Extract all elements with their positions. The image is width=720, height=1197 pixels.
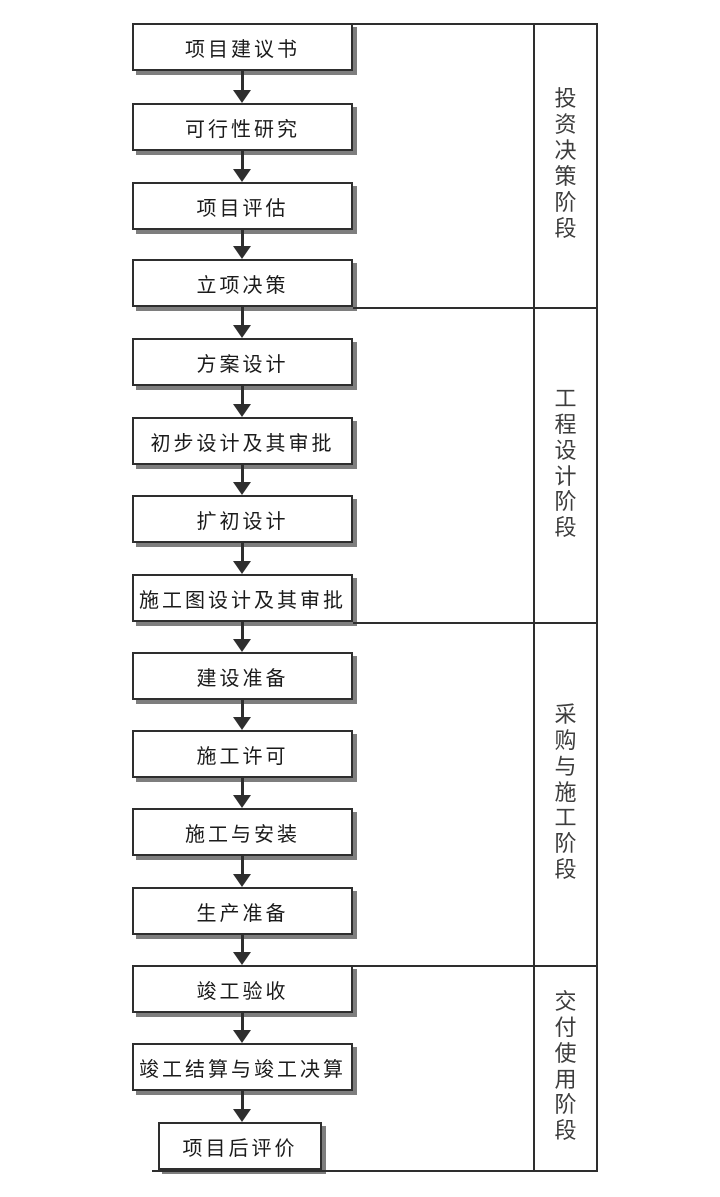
phase-column-rail bbox=[533, 23, 535, 1172]
phase-section: 投资决策阶段 bbox=[535, 23, 596, 307]
phase-section: 工程设计阶段 bbox=[535, 307, 596, 622]
flow-step-box: 方案设计 bbox=[132, 338, 353, 386]
phase-section: 交付使用阶段 bbox=[535, 965, 596, 1170]
flow-step-box: 初步设计及其审批 bbox=[132, 417, 353, 465]
down-arrow-icon bbox=[240, 1091, 244, 1111]
down-arrowhead-icon bbox=[233, 1109, 251, 1122]
flow-step-label: 项目评估 bbox=[196, 195, 289, 220]
flow-step-label: 方案设计 bbox=[196, 351, 289, 376]
flow-step-label: 立项决策 bbox=[196, 272, 289, 297]
flow-step-box: 竣工验收 bbox=[132, 965, 353, 1013]
flow-step-label: 扩初设计 bbox=[196, 508, 289, 533]
phase-label: 交付使用阶段 bbox=[554, 989, 577, 1145]
flow-step-box: 项目后评价 bbox=[158, 1122, 322, 1170]
phase-label: 工程设计阶段 bbox=[554, 386, 577, 542]
down-arrow-icon bbox=[240, 935, 244, 954]
down-arrow-icon bbox=[240, 465, 244, 484]
flow-step-label: 初步设计及其审批 bbox=[150, 430, 335, 455]
flow-step-box: 项目建议书 bbox=[132, 23, 353, 71]
down-arrowhead-icon bbox=[233, 482, 251, 495]
down-arrowhead-icon bbox=[233, 874, 251, 887]
down-arrow-icon bbox=[240, 386, 244, 406]
flow-step-box: 施工许可 bbox=[132, 730, 353, 778]
down-arrowhead-icon bbox=[233, 795, 251, 808]
down-arrowhead-icon bbox=[233, 90, 251, 103]
phase-label: 采购与施工阶段 bbox=[554, 702, 577, 884]
phase-divider-line bbox=[152, 1170, 598, 1172]
flow-step-label: 施工与安装 bbox=[185, 821, 300, 846]
down-arrowhead-icon bbox=[233, 639, 251, 652]
flow-step-label: 建设准备 bbox=[196, 665, 289, 690]
down-arrow-icon bbox=[240, 1013, 244, 1032]
down-arrowhead-icon bbox=[233, 169, 251, 182]
flow-step-box: 生产准备 bbox=[132, 887, 353, 935]
down-arrowhead-icon bbox=[233, 717, 251, 730]
flow-step-label: 施工图设计及其审批 bbox=[139, 587, 346, 612]
down-arrowhead-icon bbox=[233, 952, 251, 965]
down-arrow-icon bbox=[240, 307, 244, 327]
flow-step-label: 可行性研究 bbox=[185, 116, 300, 141]
flow-step-box: 项目评估 bbox=[132, 182, 353, 230]
down-arrow-icon bbox=[240, 230, 244, 248]
down-arrowhead-icon bbox=[233, 325, 251, 338]
flow-step-box: 建设准备 bbox=[132, 652, 353, 700]
down-arrow-icon bbox=[240, 778, 244, 797]
phase-divider-line bbox=[353, 23, 598, 25]
phase-divider-line bbox=[353, 622, 598, 624]
phase-divider-line bbox=[353, 965, 598, 967]
down-arrow-icon bbox=[240, 151, 244, 171]
flow-step-label: 项目后评价 bbox=[182, 1135, 298, 1160]
flow-step-label: 竣工结算与竣工决算 bbox=[139, 1056, 346, 1081]
down-arrowhead-icon bbox=[233, 561, 251, 574]
flow-step-box: 可行性研究 bbox=[132, 103, 353, 151]
down-arrow-icon bbox=[240, 71, 244, 92]
phase-divider-line bbox=[353, 307, 598, 309]
down-arrow-icon bbox=[240, 856, 244, 876]
flow-step-box: 扩初设计 bbox=[132, 495, 353, 543]
down-arrowhead-icon bbox=[233, 1030, 251, 1043]
flow-step-box: 竣工结算与竣工决算 bbox=[132, 1043, 353, 1091]
flow-step-label: 施工许可 bbox=[196, 743, 289, 768]
phase-section: 采购与施工阶段 bbox=[535, 622, 596, 965]
down-arrowhead-icon bbox=[233, 246, 251, 259]
flow-step-label: 竣工验收 bbox=[196, 978, 289, 1003]
flow-step-box: 施工图设计及其审批 bbox=[132, 574, 353, 622]
down-arrowhead-icon bbox=[233, 404, 251, 417]
phase-column-rail bbox=[596, 23, 598, 1172]
flow-step-label: 生产准备 bbox=[196, 900, 289, 925]
down-arrow-icon bbox=[240, 543, 244, 563]
down-arrow-icon bbox=[240, 700, 244, 719]
down-arrow-icon bbox=[240, 622, 244, 641]
flow-step-label: 项目建议书 bbox=[185, 36, 300, 61]
flow-step-box: 施工与安装 bbox=[132, 808, 353, 856]
flow-step-box: 立项决策 bbox=[132, 259, 353, 307]
phase-label: 投资决策阶段 bbox=[554, 87, 577, 242]
